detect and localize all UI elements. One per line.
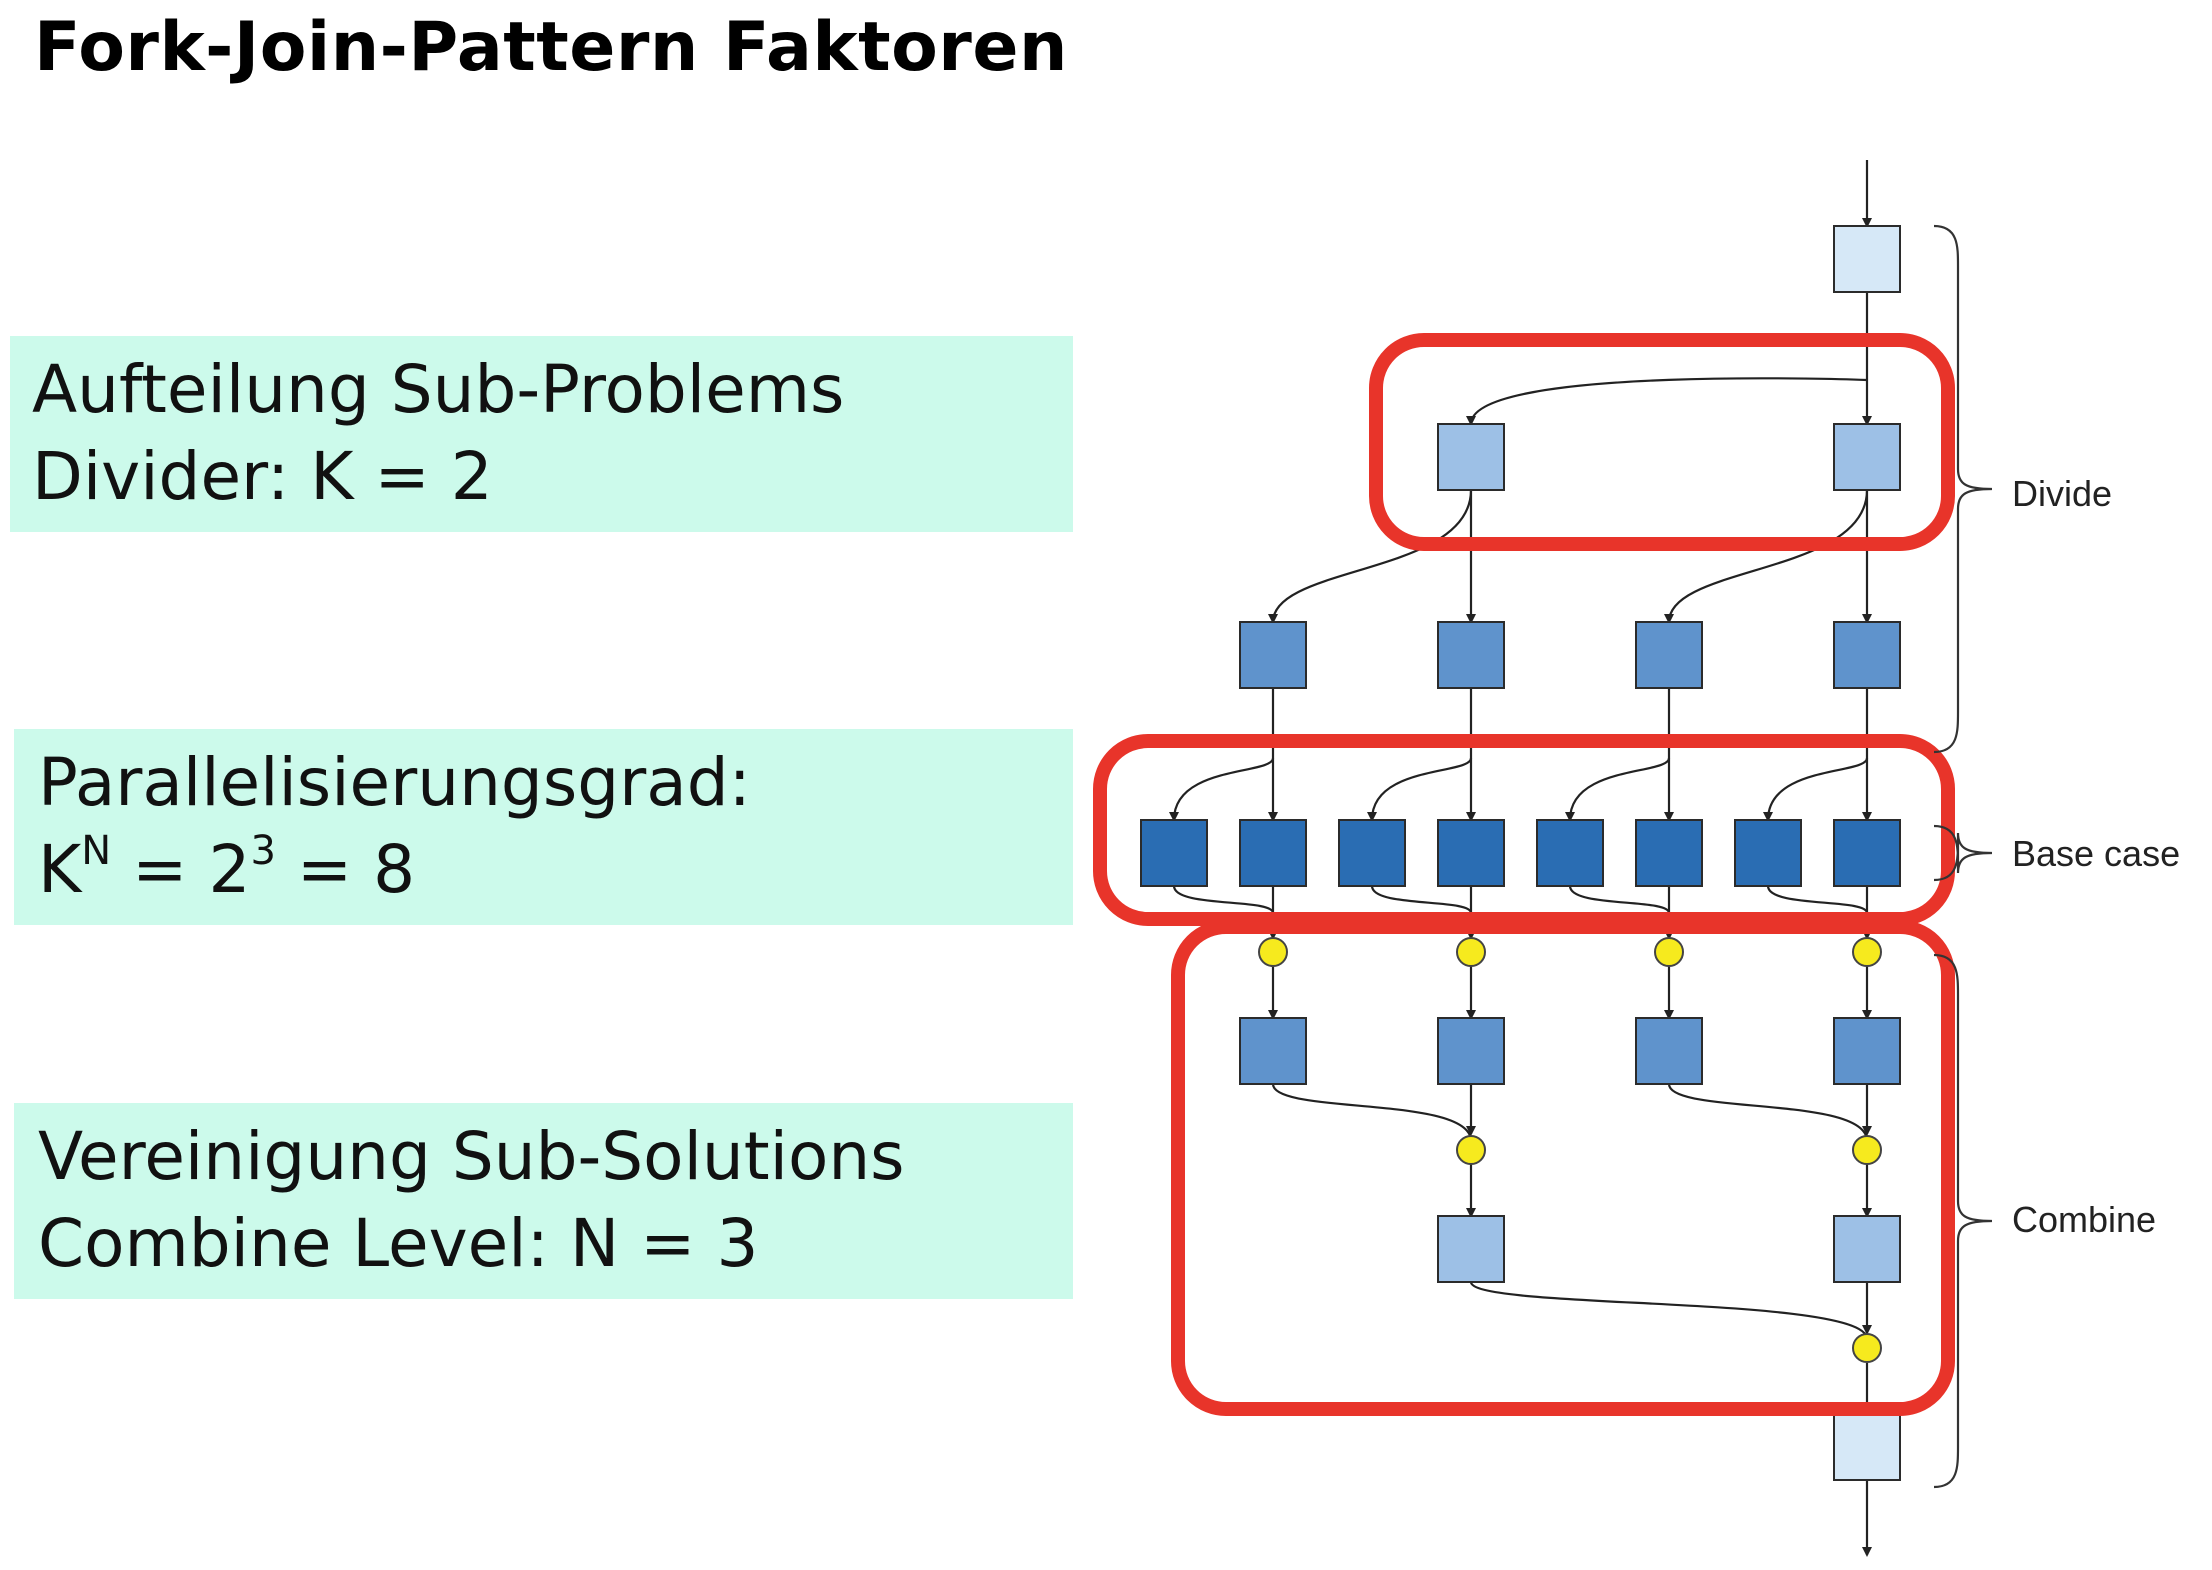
info-box-combine-formula: Combine Level: N = 3 [38, 1205, 759, 1282]
info-box-combine: Vereinigung Sub-Solutions Combine Level:… [14, 1103, 1073, 1299]
edge [1367, 757, 1473, 822]
join-node [1456, 937, 1486, 967]
combine-label: Combine [2012, 1199, 2156, 1240]
formula-mid: = 2 [111, 831, 251, 908]
base-case-highlight-frame [1093, 734, 1955, 926]
formula-exponent-n: N [81, 828, 112, 874]
edge [1466, 377, 1868, 426]
info-box-parallelism: Parallelisierungsgrad: KN = 23 = 8 [14, 729, 1073, 925]
sub-problem [1635, 621, 1703, 689]
base-case-label: Base case [2012, 833, 2180, 874]
base-case-task [1833, 819, 1901, 887]
info-box-divide: Aufteilung Sub-Problems Divider: K = 2 [10, 336, 1073, 532]
base-case-task [1536, 819, 1604, 887]
info-box-combine-heading: Vereinigung Sub-Solutions [38, 1118, 905, 1195]
join-node [1456, 1135, 1486, 1165]
join-node [1654, 937, 1684, 967]
edges [1169, 160, 1872, 1557]
combined-solution [1833, 1215, 1901, 1283]
combined-solution [1239, 1017, 1307, 1085]
edge [1271, 1083, 1473, 1142]
combined-solution [1437, 1215, 1505, 1283]
sub-problem [1833, 423, 1901, 491]
sub-problem [1833, 621, 1901, 689]
edge [1565, 757, 1671, 822]
divide-highlight-frame [1369, 333, 1955, 551]
base-case-task [1635, 819, 1703, 887]
sub-problem [1239, 621, 1307, 689]
join-node [1258, 937, 1288, 967]
root-task [1833, 225, 1901, 293]
combined-solution [1437, 1017, 1505, 1085]
edge [1370, 885, 1473, 914]
sub-problem [1437, 423, 1505, 491]
info-box-parallelism-formula: KN = 23 = 8 [38, 826, 1073, 913]
edge [1169, 757, 1275, 822]
divide-label: Divide [2012, 473, 2112, 514]
formula-result: = 8 [275, 831, 416, 908]
combined-solution [1635, 1017, 1703, 1085]
info-box-parallelism-heading: Parallelisierungsgrad: [38, 744, 751, 821]
edge [1172, 885, 1275, 914]
base-case-task [1734, 819, 1802, 887]
divide-brace [1933, 224, 1993, 754]
edge [1469, 1281, 1869, 1340]
base-case-brace [1933, 824, 1993, 882]
sub-problem [1437, 621, 1505, 689]
info-box-divide-heading: Aufteilung Sub-Problems [32, 351, 845, 428]
combine-highlight-frame [1171, 920, 1955, 1416]
phase-braces [1933, 224, 1993, 1489]
combine-brace [1933, 953, 1993, 1489]
highlight-frames [1093, 333, 1955, 1416]
join-node [1852, 1135, 1882, 1165]
nodes [1140, 225, 1901, 1481]
formula-exponent-3: 3 [250, 828, 276, 874]
base-case-task [1239, 819, 1307, 887]
edge [1268, 489, 1473, 624]
base-case-task [1437, 819, 1505, 887]
edge [1667, 1083, 1869, 1142]
base-case-task [1140, 819, 1208, 887]
edge [1568, 885, 1671, 914]
edge [1766, 885, 1869, 914]
formula-base: K [38, 831, 82, 908]
page-title: Fork-Join-Pattern Faktoren [34, 8, 1068, 87]
combined-solution [1833, 1017, 1901, 1085]
edge [1763, 757, 1869, 822]
final-result [1833, 1413, 1901, 1481]
edge [1664, 489, 1869, 624]
join-node [1852, 937, 1882, 967]
join-node [1852, 1333, 1882, 1363]
info-box-divide-formula: Divider: K = 2 [32, 438, 493, 515]
base-case-task [1338, 819, 1406, 887]
